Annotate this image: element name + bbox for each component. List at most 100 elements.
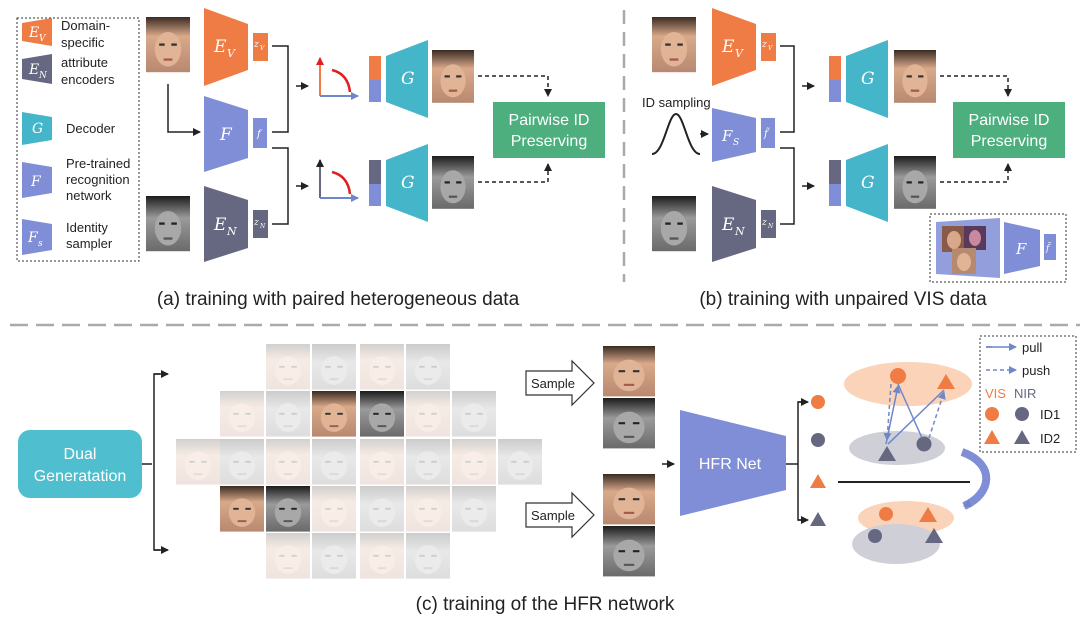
svg-text:z: z [761, 218, 767, 228]
svg-text:N: N [38, 71, 48, 81]
svg-text:VIS: VIS [985, 386, 1006, 401]
legend-a-fs: F s Identity sampler [22, 219, 113, 255]
grid-face [406, 533, 450, 579]
svg-text:E: E [721, 215, 735, 235]
svg-text:G: G [861, 69, 875, 89]
grid-face [312, 391, 356, 437]
svg-text:z: z [253, 218, 259, 228]
grid-face [360, 344, 404, 390]
grid-face [312, 486, 356, 532]
grid-face [452, 439, 496, 485]
svg-text:s: s [38, 239, 43, 249]
feat-nir-id1 [811, 433, 825, 447]
pairwise-box-b: Pairwise ID Preserving [953, 102, 1065, 158]
transition-curve-arrow [960, 448, 991, 510]
face-nir-input-a [146, 196, 190, 252]
bracket-c-right [797, 401, 804, 521]
svg-text:Dual: Dual [64, 446, 97, 463]
svg-text:V: V [39, 34, 47, 44]
grid-face [498, 439, 542, 485]
f-feature-a: f [253, 118, 267, 148]
sample-arrow-top: Sample [525, 359, 595, 407]
svg-text:G: G [861, 173, 875, 193]
grid-face [266, 439, 310, 485]
svg-text:N: N [767, 223, 774, 230]
encoder-en-b: E N [712, 186, 756, 262]
svg-text:f̃: f̃ [1045, 242, 1051, 254]
legend-a-en: E N attribute encoders [22, 54, 115, 87]
svg-text:V: V [735, 47, 744, 60]
svg-text:S: S [733, 138, 739, 148]
svg-text:push: push [1022, 363, 1050, 378]
svg-text:Identity: Identity [66, 220, 108, 235]
zv-feature-b: z V [761, 33, 776, 61]
svg-text:E: E [28, 25, 39, 41]
axis-icon-a-bottom [316, 159, 359, 202]
stack-b-bot-nir [829, 160, 841, 184]
svg-text:NIR: NIR [1014, 386, 1036, 401]
svg-text:F: F [1015, 240, 1027, 258]
svg-text:V: V [260, 45, 265, 52]
svg-text:V: V [768, 45, 773, 52]
grid-face [266, 533, 310, 579]
stack-b-top-f [829, 80, 841, 102]
sampled-nir-1 [603, 398, 655, 449]
face-vis-output-a [432, 50, 474, 103]
stack-a-bot-f [369, 184, 381, 206]
legend-a-ev: E V Domain- specific [22, 18, 110, 50]
id-sampling-label: ID sampling [642, 95, 711, 110]
grid-face [406, 439, 450, 485]
encoder-ev-b: E V [712, 8, 756, 86]
feat-vis-id1 [811, 395, 825, 409]
decoder-g-a-top: G [386, 40, 428, 118]
svg-text:Preserving: Preserving [971, 133, 1047, 150]
grid-face [176, 439, 220, 485]
svg-text:V: V [227, 47, 236, 60]
svg-text:F: F [30, 174, 42, 190]
svg-text:f: f [256, 129, 263, 140]
svg-text:encoders: encoders [61, 72, 115, 87]
dashed-a-bottom [478, 163, 552, 183]
grid-face [220, 486, 264, 532]
stack-a-top-vis [369, 56, 381, 80]
bracket-c-left [153, 373, 160, 551]
grid-face [360, 486, 404, 532]
svg-text:N: N [259, 223, 266, 230]
pairwise-box-a: Pairwise ID Preserving [493, 102, 605, 158]
legend-a-f: F Pre-trained recognition network [22, 156, 130, 203]
sampler-fs-b: F S [712, 108, 756, 162]
grid-face [220, 439, 264, 485]
grid-face [360, 439, 404, 485]
dual-generation-box: Dual Generatation [18, 430, 142, 498]
stack-a-bot-nir [369, 160, 381, 184]
svg-text:E: E [721, 37, 735, 57]
svg-text:HFR Net: HFR Net [699, 456, 762, 473]
dashed-b-bottom [940, 163, 1012, 183]
grid-face [406, 391, 450, 437]
recog-f-a: F [204, 96, 248, 172]
svg-text:network: network [66, 188, 112, 203]
feat-vis-id2 [810, 474, 826, 488]
gaussian-curve [651, 112, 701, 155]
svg-text:N: N [226, 225, 237, 238]
face-nir-output-b [894, 156, 936, 209]
caption-c: (c) training of the HFR network [416, 594, 675, 615]
grid-face [220, 391, 264, 437]
stack-b-top-vis [829, 56, 841, 80]
bracket-a-bottom [272, 147, 289, 225]
svg-text:Pairwise ID: Pairwise ID [509, 112, 590, 129]
svg-text:specific: specific [61, 35, 105, 50]
embedding-before [844, 362, 972, 465]
legend-a-box [16, 17, 140, 262]
feat-nir-id2 [810, 512, 826, 526]
svg-text:ID1: ID1 [1040, 407, 1060, 422]
sampled-vis-1 [603, 346, 655, 397]
grid-face [406, 344, 450, 390]
legend-c: pull push VIS NIR ID1 ID2 [979, 335, 1077, 453]
sampled-nir-2 [603, 526, 655, 577]
svg-text:N: N [734, 225, 745, 238]
svg-text:z: z [761, 40, 767, 50]
hfr-net: HFR Net [680, 410, 786, 516]
sample-arrow-bottom: Sample [525, 491, 595, 539]
